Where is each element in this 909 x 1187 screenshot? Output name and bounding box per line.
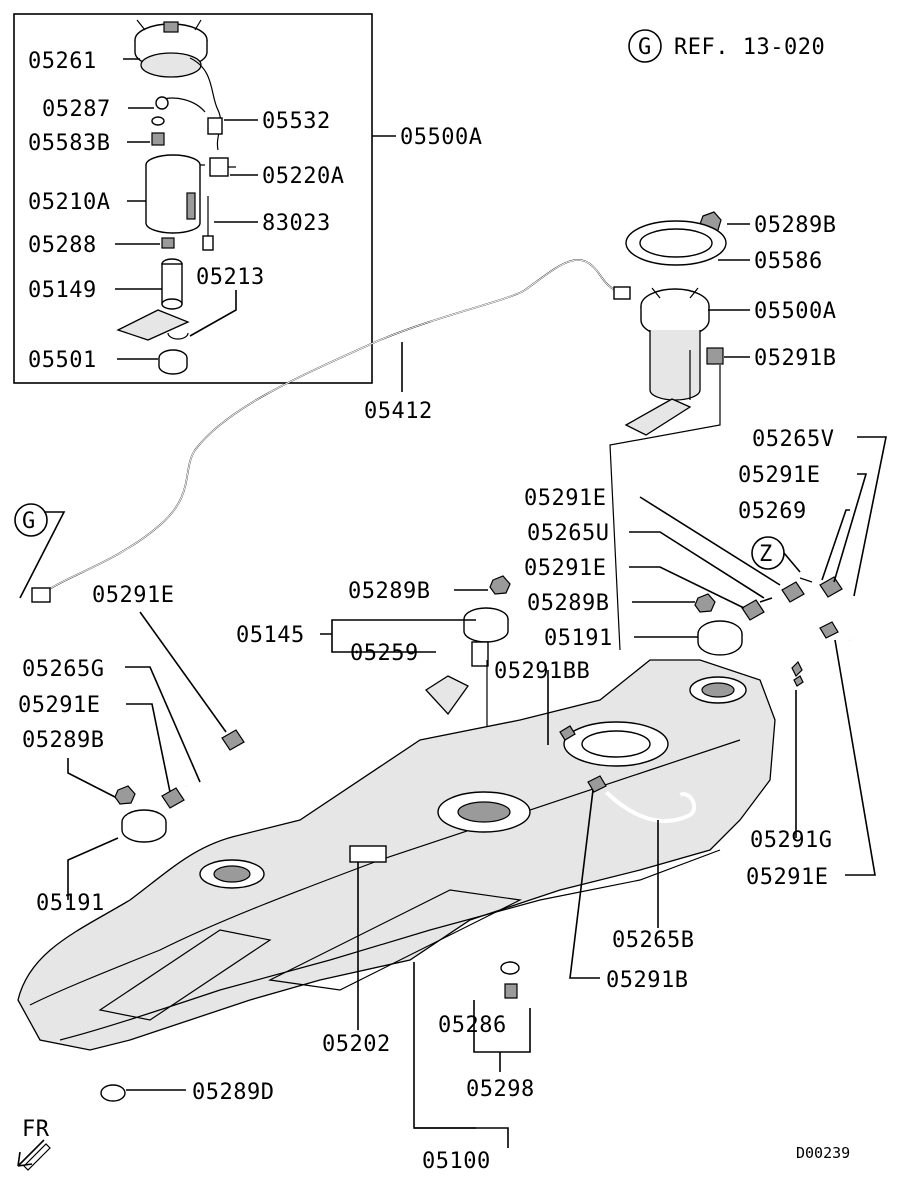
label-05291B-bottom: 05291B bbox=[606, 968, 688, 993]
label-05289B-left: 05289B bbox=[22, 728, 104, 753]
inset-frame bbox=[13, 13, 373, 384]
label-05412: 05412 bbox=[364, 399, 433, 424]
filter-05210A bbox=[145, 154, 201, 234]
label-05286: 05286 bbox=[438, 1013, 507, 1038]
label-05269: 05269 bbox=[738, 499, 807, 524]
reference-text: REF. 13-020 bbox=[674, 35, 825, 60]
label-05289D: 05289D bbox=[192, 1080, 274, 1105]
oring-05287 bbox=[151, 116, 165, 126]
label-05288: 05288 bbox=[28, 233, 97, 258]
label-05100: 05100 bbox=[422, 1149, 491, 1174]
label-83023: 83023 bbox=[262, 211, 331, 236]
label-05291G: 05291G bbox=[750, 828, 832, 853]
fuel-tank-05100 bbox=[17, 659, 776, 1051]
connector-05532 bbox=[207, 117, 223, 135]
front-label: FR bbox=[22, 1117, 50, 1142]
clamp-05291B-top bbox=[706, 347, 724, 365]
clamp-05291E-b bbox=[741, 599, 765, 621]
nut-05289B-left bbox=[114, 785, 136, 805]
label-05298: 05298 bbox=[466, 1077, 535, 1102]
valve-05269 bbox=[799, 577, 813, 583]
pump-flange-05261 bbox=[134, 19, 208, 78]
label-05289B-top: 05289B bbox=[754, 213, 836, 238]
fuel-pump-assembly-05500A bbox=[609, 211, 727, 651]
hose-components-right bbox=[741, 536, 854, 687]
seal-05287 bbox=[155, 96, 169, 110]
nut-05289B-center bbox=[489, 575, 511, 595]
retainer-05501 bbox=[158, 349, 188, 375]
g-marker-circle bbox=[14, 503, 48, 537]
plug-05289D bbox=[100, 1084, 126, 1102]
clip-05291G bbox=[791, 660, 804, 687]
label-05586: 05586 bbox=[754, 249, 823, 274]
reference-marker: G bbox=[638, 35, 652, 60]
label-05583B: 05583B bbox=[28, 131, 110, 156]
clamp-05291E-left2 bbox=[161, 787, 185, 809]
clip-05213 bbox=[167, 332, 189, 340]
line-fitting-left bbox=[31, 587, 51, 603]
label-05291B-top: 05291B bbox=[754, 346, 836, 371]
label-05265B: 05265B bbox=[612, 928, 694, 953]
label-05259: 05259 bbox=[350, 641, 419, 666]
label-05291E-mid2: 05291E bbox=[524, 556, 606, 581]
gasket-05288 bbox=[161, 237, 175, 249]
clamp-05291BB bbox=[559, 725, 576, 741]
label-05149: 05149 bbox=[28, 278, 97, 303]
label-05145: 05145 bbox=[236, 623, 305, 648]
label-05191-left: 05191 bbox=[36, 891, 105, 916]
clamp-05291B-bottom bbox=[587, 775, 607, 793]
clamp-05291E-a bbox=[781, 581, 805, 603]
fuel-pump-inset bbox=[13, 13, 396, 384]
label-05220A: 05220A bbox=[262, 164, 344, 189]
plug-05298 bbox=[504, 983, 518, 999]
label-05291E-r2: 05291E bbox=[746, 865, 828, 890]
left-components bbox=[114, 729, 245, 843]
g-marker: G bbox=[22, 509, 36, 534]
label-05500A-inset: 05500A bbox=[400, 125, 482, 150]
nut-05289B-mid bbox=[694, 593, 716, 613]
label-05289B-mid: 05289B bbox=[527, 591, 609, 616]
pump-wiring bbox=[189, 57, 222, 151]
pump-motor-05149 bbox=[161, 258, 183, 310]
clamp-05291E-left bbox=[221, 729, 245, 751]
clip-05583B bbox=[151, 132, 165, 146]
label-05291E-left2: 05291E bbox=[18, 693, 100, 718]
sender-float-arm bbox=[424, 675, 469, 716]
hose-05265U bbox=[759, 597, 773, 603]
clamp-05291E-c bbox=[819, 576, 843, 598]
line-fitting-right bbox=[613, 286, 631, 300]
label-05289B-center: 05289B bbox=[348, 579, 430, 604]
label-05501: 05501 bbox=[28, 348, 97, 373]
label-05261: 05261 bbox=[28, 49, 97, 74]
label-05265G: 05265G bbox=[22, 657, 104, 682]
reference-g-circle bbox=[628, 29, 662, 63]
label-05191-right: 05191 bbox=[544, 626, 613, 651]
washer-05286 bbox=[500, 961, 520, 975]
regulator-05220A bbox=[209, 157, 229, 177]
label-05291E-r1: 05291E bbox=[738, 463, 820, 488]
drain-parts bbox=[100, 961, 520, 1102]
label-05291E-mid1: 05291E bbox=[524, 486, 606, 511]
label-05500A-main: 05500A bbox=[754, 299, 836, 324]
label-05532: 05532 bbox=[262, 109, 331, 134]
front-direction-arrow bbox=[17, 1139, 51, 1171]
label-05265U: 05265U bbox=[527, 521, 609, 546]
strainer-05149 bbox=[116, 309, 190, 341]
label-05213: 05213 bbox=[196, 265, 265, 290]
drawing-id: D00239 bbox=[796, 1144, 850, 1162]
label-05287: 05287 bbox=[42, 97, 111, 122]
sender-unit-05145 bbox=[424, 575, 743, 800]
z-marker: Z bbox=[759, 542, 773, 567]
label-05202: 05202 bbox=[322, 1032, 391, 1057]
clamp-05291E-d bbox=[819, 621, 839, 639]
label-05265V: 05265V bbox=[752, 427, 834, 452]
label-05291BB: 05291BB bbox=[494, 659, 590, 684]
pump-strainer bbox=[624, 398, 692, 436]
label-05291E-left: 05291E bbox=[92, 583, 174, 608]
protector-05202 bbox=[349, 845, 387, 863]
label-05210A: 05210A bbox=[28, 190, 110, 215]
